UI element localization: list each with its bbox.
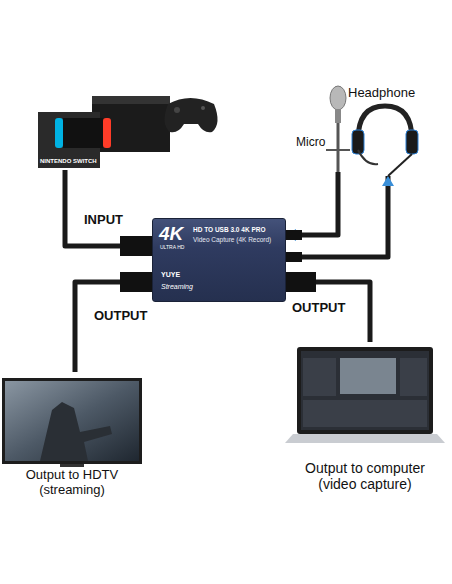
- node-text: Output to computer (video capture): [293, 460, 437, 492]
- controller: [164, 98, 217, 132]
- switch-screen: [63, 118, 103, 148]
- laptop-screen: [301, 351, 429, 430]
- headphone-cup: [406, 130, 418, 154]
- laptop-base: [285, 434, 445, 443]
- cable-line: [286, 176, 388, 257]
- node-text: Headphone: [348, 86, 415, 101]
- joycon-red: [103, 118, 111, 148]
- obs-sidebar: [400, 358, 427, 396]
- xbox-top: [92, 96, 170, 104]
- hdmi-port: [120, 236, 152, 256]
- mic-stand: [337, 123, 340, 172]
- node-text: Micro: [296, 136, 325, 150]
- obs-preview: [340, 358, 396, 394]
- controller-button: [174, 107, 180, 113]
- mic-stand: [326, 149, 350, 151]
- joycon-blue: [55, 118, 63, 148]
- node-text: YUYE: [161, 271, 180, 279]
- cable-line: [65, 170, 152, 246]
- audio-jack: [284, 252, 302, 262]
- audio-jack: [284, 230, 302, 240]
- hdmi-port: [120, 272, 152, 292]
- tv-scene: [40, 402, 112, 461]
- arrow-head: [382, 176, 394, 186]
- tv-screen: [5, 381, 139, 461]
- tv-frame: [2, 378, 142, 464]
- controller-button: [201, 106, 205, 110]
- mic-head: [330, 86, 346, 110]
- obs-sidebar: [303, 358, 336, 396]
- console-group: NINTENDO SWITCH: [35, 88, 220, 170]
- headphone-boom: [358, 150, 378, 164]
- laptop: Output to computer (video capture): [285, 342, 445, 498]
- node-text: ULTRA HD: [160, 245, 184, 251]
- microphone: Micro: [296, 78, 346, 172]
- node-text: Streaming: [161, 283, 193, 291]
- node-text: Video Capture (4K Record): [193, 236, 271, 243]
- mic-body: [335, 109, 341, 123]
- cable-line: [75, 282, 152, 372]
- node-text: NINTENDO SWITCH: [40, 158, 97, 165]
- edge-label: OUTPUT: [290, 300, 347, 315]
- hdtv: Output to HDTV (streaming): [2, 372, 142, 500]
- laptop-bezel: [297, 347, 433, 434]
- capture-card: 4KULTRA HD HD TO USB 3.0 4K PRO Video Capt…: [152, 218, 286, 302]
- xbox-console: [92, 96, 170, 152]
- headphone-band: [358, 106, 412, 140]
- headphone: Headphone: [348, 86, 424, 176]
- tv-stand: [60, 464, 84, 467]
- cable-connector: [286, 176, 394, 257]
- node-text: HD TO USB 3.0 4K PRO: [193, 226, 265, 233]
- edge-label: OUTPUT: [92, 308, 149, 323]
- edge-label: INPUT: [82, 212, 125, 227]
- cable-connector: [75, 282, 152, 372]
- hdmi-port: [284, 272, 316, 292]
- headphone-cable: [388, 154, 412, 176]
- node-text: Output to HDTV (streaming): [12, 468, 132, 498]
- cable-line: [286, 172, 338, 235]
- node-text: 4K: [159, 223, 183, 245]
- obs-panel: [303, 400, 427, 427]
